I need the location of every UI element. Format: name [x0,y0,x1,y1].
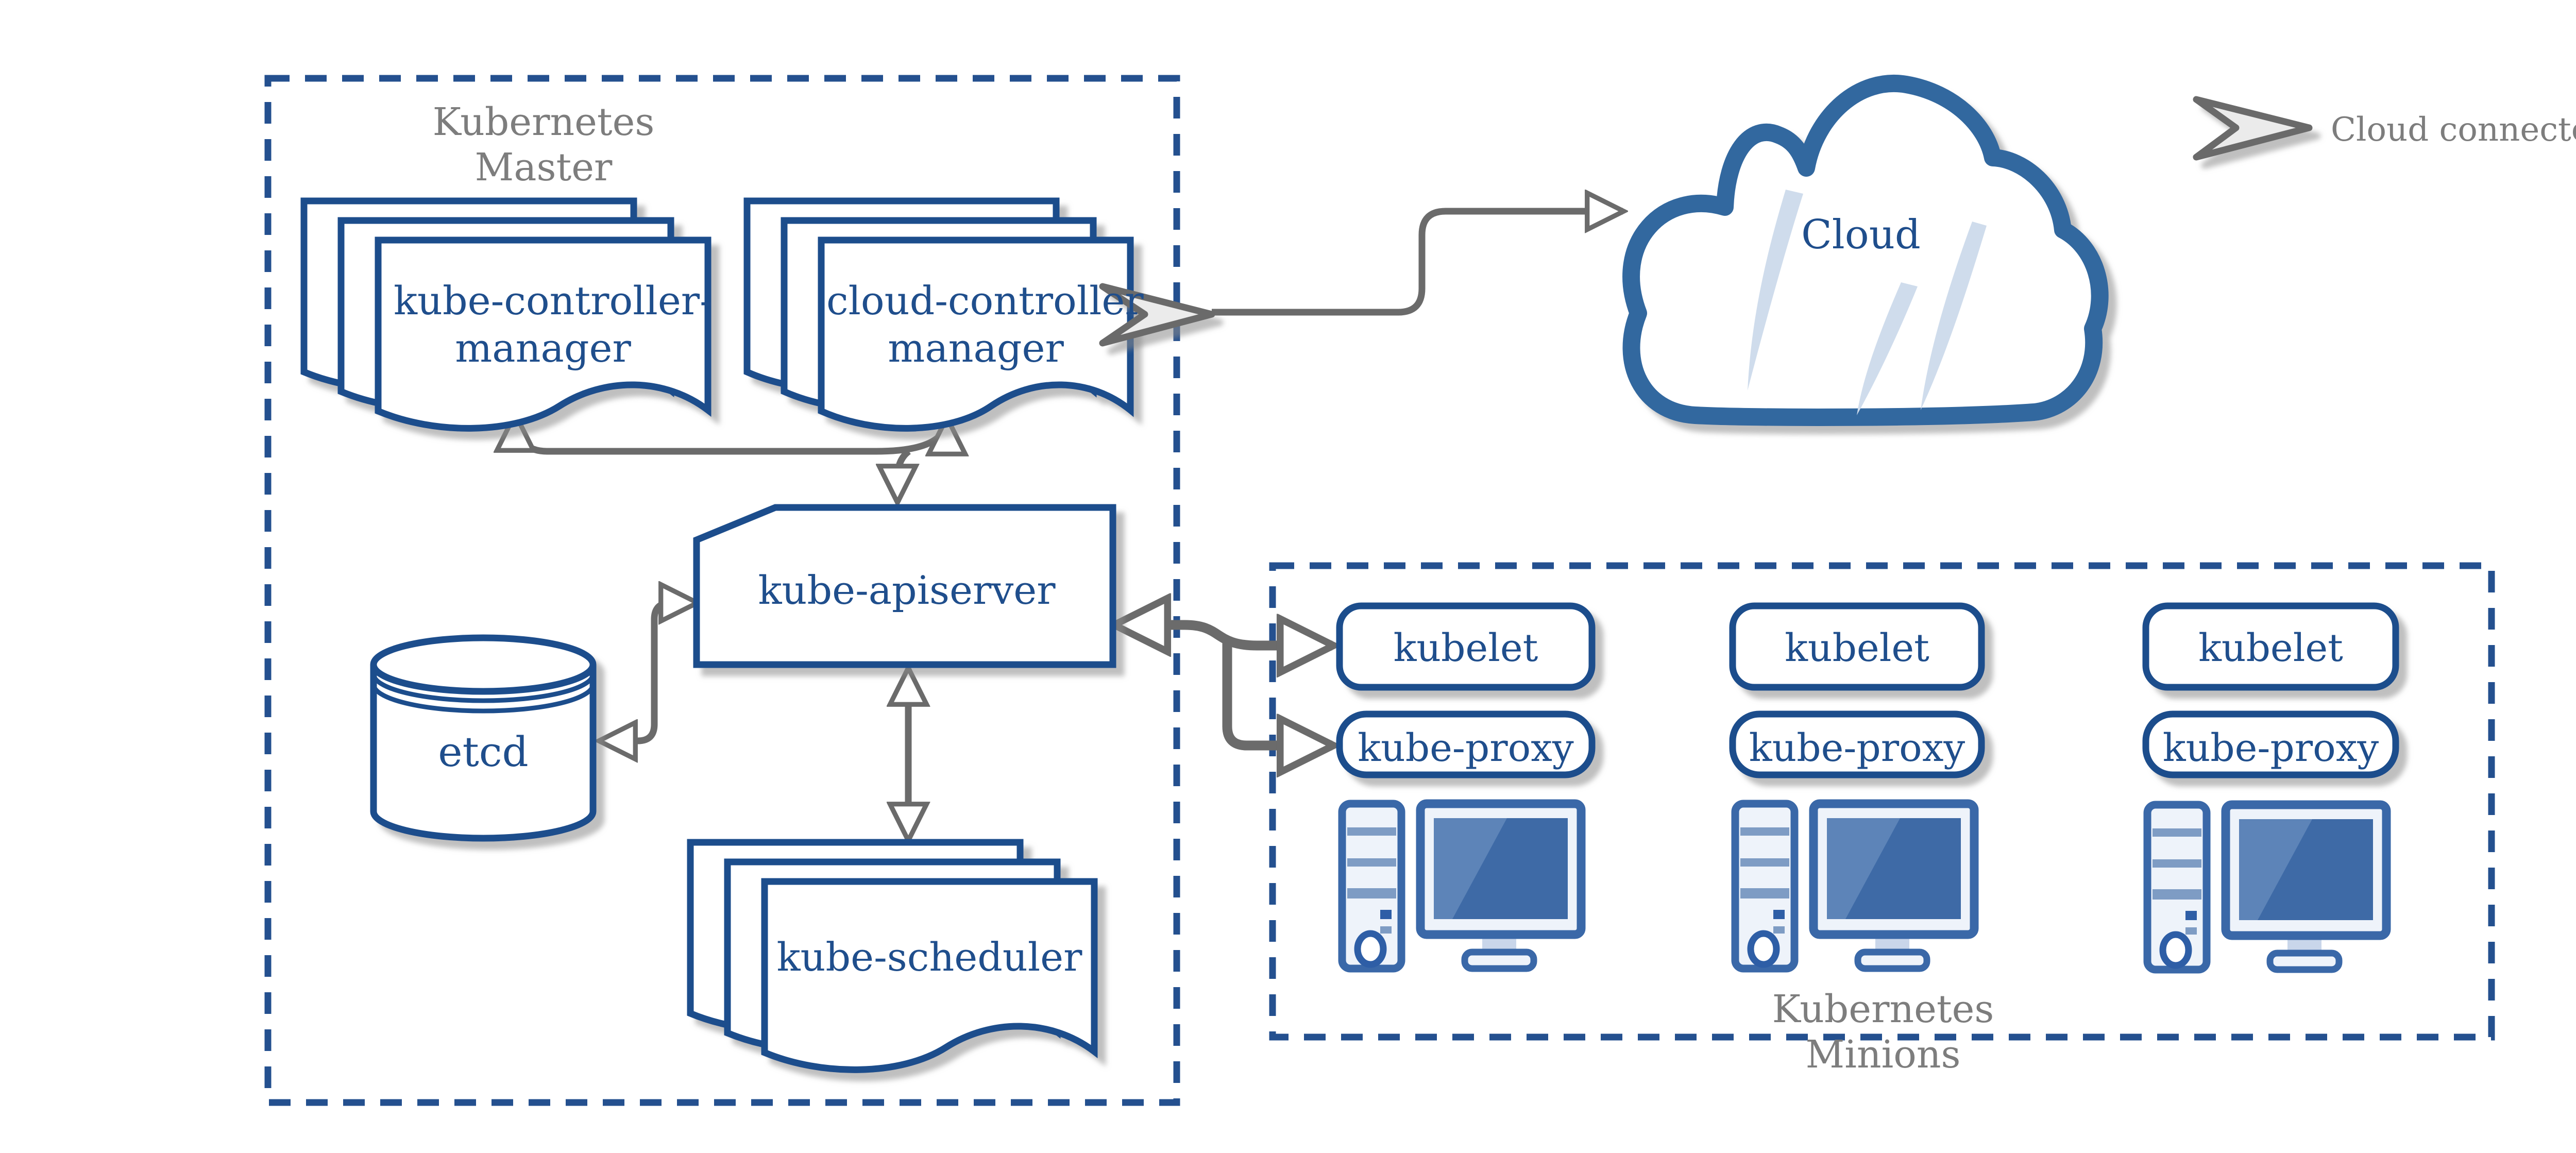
kube-controller-manager-line1: kube-controller- [394,278,713,324]
kube-apiserver-label: kube-apiserver [758,567,1056,613]
legend-cloud-connector-chevron-icon [2193,96,2313,161]
cloud-label: Cloud [1801,212,1921,258]
connector-layer-thick [1115,625,1332,745]
kube-scheduler-label: kube-scheduler [776,934,1082,980]
arrow-apiserver-to-kube-controller-manager [515,415,876,455]
kubernetes-master-box [264,75,1180,1106]
kube-proxy-label-1: kube-proxy [1358,726,1574,770]
minions-group-label-line1: Kubernetes [1772,987,1994,1031]
arrow-apiserver-kubelet [1115,625,1332,646]
legend-cloud-connector-label: Cloud connector [2331,111,2576,149]
etcd-label: etcd [438,728,529,776]
master-group-label-line2: Master [474,145,613,190]
master-group-label-line1: Kubernetes [432,100,655,144]
kube-proxy-box-2 [1729,710,1985,778]
kube-proxy-box-3 [2142,710,2399,778]
kube-controller-manager-label: kube-controller- manager [394,277,713,372]
tower-pc-icon [1342,804,1581,969]
arrow-cloud-connector-to-cloud [1212,211,1623,316]
kube-proxy-label-2: kube-proxy [1749,726,1965,770]
kubernetes-minions-box [1269,562,2495,1041]
minion-node-boxes [1336,602,2399,778]
kube-apiserver-shape [693,504,1116,668]
kubelet-label-2: kubelet [1785,626,1929,670]
kubelet-box-3 [2142,602,2399,691]
arrow-apiserver-kube-proxy [1222,643,1332,745]
kube-proxy-box-1 [1336,710,1596,778]
arrow-controllers-to-apiserver [897,448,909,502]
tower-pc-icon [1735,804,1974,969]
cloud-streak [1748,190,1803,391]
minions-group-label-line2: Minions [1805,1032,1961,1077]
master-group-label: Kubernetes Master [312,99,775,190]
minions-group-label: Kubernetes Minions [1651,987,2115,1077]
kubelet-box-2 [1729,602,1985,691]
cloud-streak [1921,222,1987,410]
kubelet-box-1 [1336,602,1596,691]
kubelet-label-3: kubelet [2198,626,2343,670]
cloud-controller-manager-line2: manager [888,325,1064,371]
kubelet-label-1: kubelet [1393,626,1538,670]
cloud-streak [1857,282,1918,415]
tower-pc-icon [2147,805,2386,970]
database-cylinder-icon [370,634,597,842]
kube-proxy-label-3: kube-proxy [2162,726,2379,770]
cloud-controller-manager-line1: cloud-controller [826,278,1144,324]
cloud-controller-manager-label: cloud-controller manager [826,277,1144,372]
arrow-apiserver-etcd [600,603,697,741]
cloud-connector-chevron-icon [1099,283,1215,347]
cloud-icon [1622,75,2109,426]
kube-controller-manager-line2: manager [455,325,631,371]
